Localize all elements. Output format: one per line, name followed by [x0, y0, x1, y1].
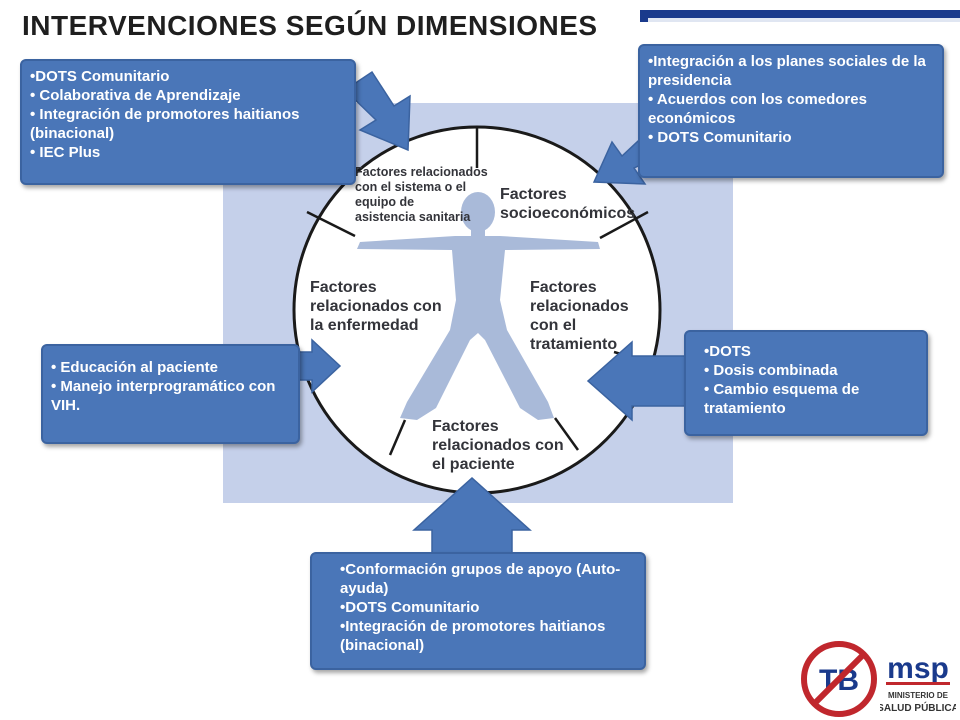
segment-label-line: tratamiento: [530, 336, 617, 353]
segment-label-disease: Factores relacionados con la enfermedad: [310, 279, 442, 334]
intervention-item: •DOTS Comunitario: [340, 599, 480, 616]
intervention-box-socioeconomic: •Integración a los planes sociales de la…: [638, 44, 944, 178]
intervention-box-patient: •Conformación grupos de apoyo (Auto-ayud…: [310, 552, 646, 670]
msp-logo: msp MINISTERIO DE SALUD PÚBLICA: [880, 652, 956, 714]
intervention-item: • IEC Plus: [30, 144, 101, 161]
segment-label-line: con el: [530, 317, 576, 334]
intervention-item: •DOTS: [704, 343, 751, 360]
intervention-item: • Integración de promotores haitianos (b…: [30, 106, 300, 142]
intervention-item: •DOTS Comunitario: [30, 68, 170, 85]
segment-label-line: Factores relacionados: [355, 165, 488, 179]
segment-label-line: Factores: [310, 279, 377, 296]
segment-label-socioeconomic: Factores socioeconómicos: [500, 186, 635, 222]
segment-label-line: el paciente: [432, 456, 515, 473]
arrow-right: [586, 340, 691, 422]
segment-label-line: Factores: [530, 279, 597, 296]
segment-label-patient: Factores relacionados con el paciente: [432, 418, 564, 473]
intervention-item: • Colaborativa de Aprendizaje: [30, 87, 241, 104]
segment-label-line: equipo de: [355, 195, 414, 209]
intervention-item: • Educación al paciente: [51, 359, 218, 376]
page-title: INTERVENCIONES SEGÚN DIMENSIONES: [22, 10, 598, 41]
segment-label-line: con el sistema o el: [355, 180, 466, 194]
intervention-box-system: •DOTS Comunitario • Colaborativa de Apren…: [20, 59, 356, 185]
intervention-item: • Acuerdos con los comedores económicos: [648, 91, 867, 127]
segment-label-line: asistencia sanitaria: [355, 210, 471, 224]
arrow-bottom: [412, 476, 532, 556]
intervention-item: •Integración de promotores haitianos (bi…: [340, 618, 606, 654]
human-figure: [357, 192, 600, 420]
header-accent-line: [648, 18, 960, 22]
intervention-box-treatment: •DOTS • Dosis combinada • Cambio esquema d…: [684, 330, 928, 436]
msp-logo-text: msp: [887, 652, 949, 685]
segment-label-line: relacionados: [530, 298, 629, 315]
arrow-left: [297, 338, 342, 394]
msp-caption-line1: MINISTERIO DE: [888, 691, 949, 700]
intervention-item: •Conformación grupos de apoyo (Auto-ayud…: [340, 561, 621, 597]
arrow-top-left: [343, 70, 411, 152]
intervention-box-disease: • Educación al paciente • Manejo interpro…: [41, 344, 300, 444]
intervention-item: •Integración a los planes sociales de la…: [648, 53, 926, 89]
intervention-item: • Manejo interprogramático con VIH.: [51, 378, 276, 414]
segment-label-line: relacionados con: [310, 298, 442, 315]
intervention-item: • Cambio esquema de tratamiento: [704, 381, 860, 417]
segment-label-line: Factores: [500, 186, 567, 203]
segment-label-line: la enfermedad: [310, 317, 418, 334]
tb-logo: TB: [801, 641, 877, 717]
segment-label-line: Factores: [432, 418, 499, 435]
intervention-item: • Dosis combinada: [704, 362, 838, 379]
segment-label-line: socioeconómicos: [500, 205, 635, 222]
intervention-item: • DOTS Comunitario: [648, 129, 792, 146]
segment-label-treatment: Factores relacionados con el tratamiento: [530, 279, 629, 353]
msp-caption-line2: SALUD PÚBLICA: [880, 701, 956, 714]
segment-label-line: relacionados con: [432, 437, 564, 454]
